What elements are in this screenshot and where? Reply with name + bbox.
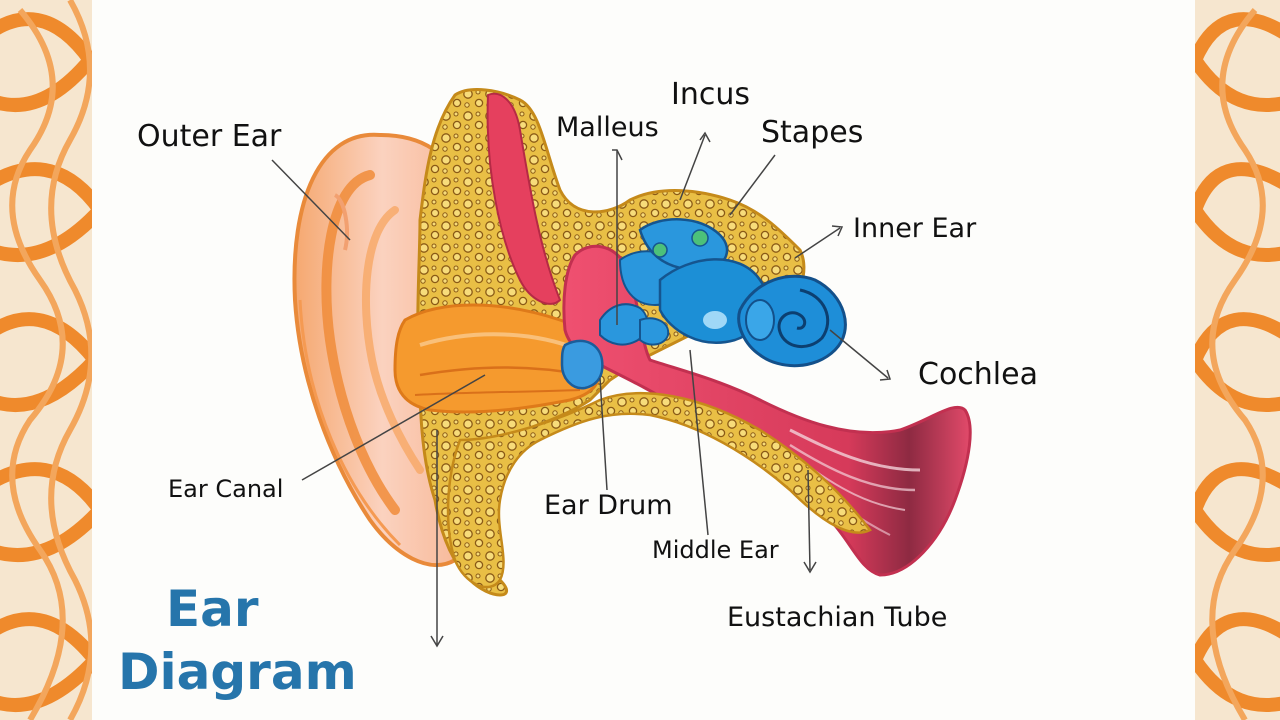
label-incus: Incus: [671, 77, 750, 112]
muscle-streak: [486, 92, 562, 305]
label-ear-canal: Ear Canal: [168, 475, 284, 503]
label-cochlea: Cochlea: [918, 357, 1038, 392]
label-ear-drum: Ear Drum: [544, 490, 673, 521]
label-inner-ear: Inner Ear: [853, 213, 977, 244]
middle-ear-cavity: [562, 244, 972, 577]
label-malleus: Malleus: [556, 112, 659, 143]
label-middle-ear: Middle Ear: [652, 536, 779, 564]
label-outer-ear: Outer Ear: [137, 119, 282, 154]
cochlea-shape: [737, 274, 847, 368]
right-decorative-border: [1195, 0, 1280, 720]
label-eustachian-tube: Eustachian Tube: [727, 602, 948, 633]
ear-drum-shape: [560, 339, 604, 390]
leader-lines: [271, 131, 892, 648]
title-line-1: Ear: [166, 580, 259, 638]
label-stapes: Stapes: [761, 115, 864, 150]
ear-canal-shape: [393, 303, 602, 414]
lower-bone: [446, 392, 872, 589]
title-line-2: Diagram: [118, 643, 357, 701]
